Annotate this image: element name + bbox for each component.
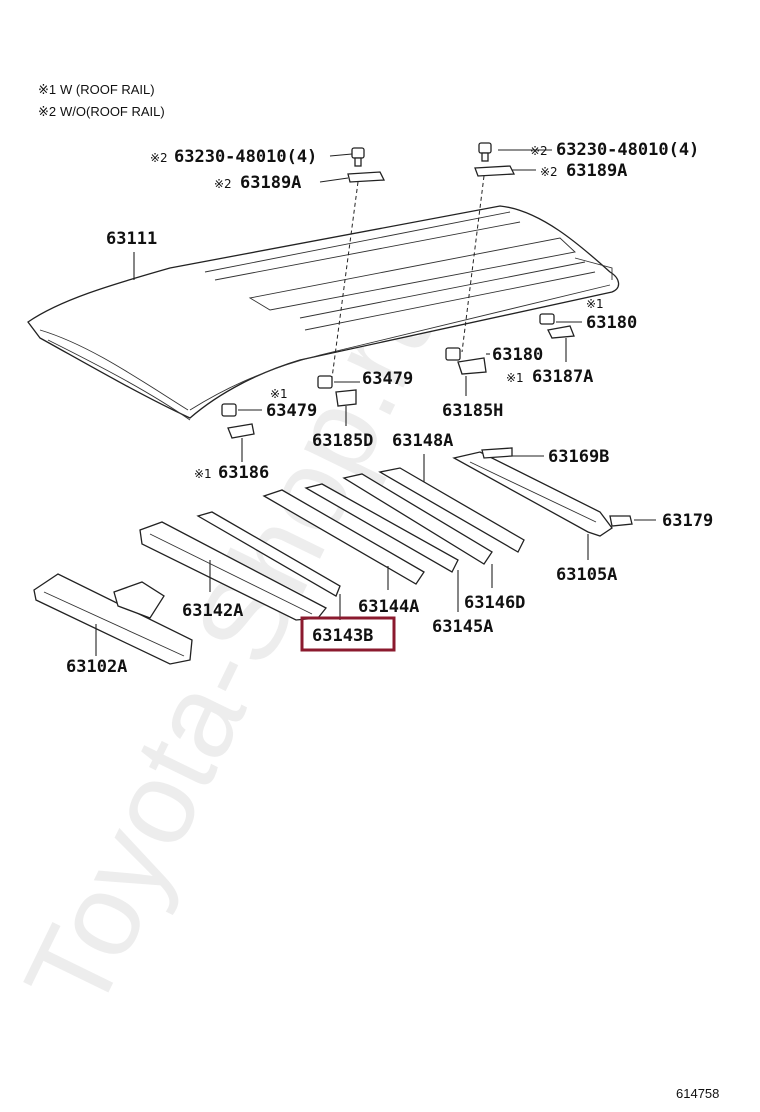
highlight-box — [300, 616, 396, 652]
clips-brackets — [221, 313, 575, 439]
roof-bows-drawing — [33, 447, 633, 665]
label-rail-63105a: 63105A — [556, 565, 617, 585]
legend-notes: ※1 W (ROOF RAIL) ※2 W/O(ROOF RAIL) — [38, 82, 165, 119]
note-2-mark: ※2 — [38, 104, 56, 119]
note-1-text: W (ROOF RAIL) — [60, 82, 155, 97]
figure-number: 614758 — [676, 1086, 719, 1101]
label-bow-63144a: 63144A — [358, 597, 419, 617]
label-bracket-63187a: 63187A — [532, 367, 593, 387]
label-bow-63145a: 63145A — [432, 617, 493, 637]
bolt-right-mark: ※2 — [530, 144, 548, 158]
label-plate-63186: 63186 — [218, 463, 269, 483]
top-fasteners — [331, 142, 516, 379]
label-clip-63479-center: 63479 — [362, 369, 413, 389]
label-bracket-right: 63189A — [566, 161, 627, 181]
label-rail-63169b: 63169B — [548, 447, 609, 467]
label-bolt-left: 63230-48010(4) — [174, 147, 317, 167]
bracket-63187a-mark: ※1 — [506, 371, 524, 385]
label-bow-63143b: 63143B — [312, 626, 373, 646]
clip-left-mark: ※1 — [270, 387, 288, 401]
label-bracket-63185d: 63185D — [312, 431, 373, 451]
bracket-right-mark: ※2 — [540, 165, 558, 179]
roof-panel-drawing — [27, 205, 620, 421]
label-bracket-63185h: 63185H — [442, 401, 503, 421]
clip-upper-mark: ※1 — [586, 297, 604, 311]
note-2-text: W/O(ROOF RAIL) — [60, 104, 165, 119]
label-clip-63180-upper: 63180 — [586, 313, 637, 333]
label-bow-63142a: 63142A — [182, 601, 243, 621]
label-bolt-right: 63230-48010(4) — [556, 140, 699, 160]
label-roof-panel: 63111 — [106, 229, 157, 249]
label-bow-63148a: 63148A — [392, 431, 453, 451]
leader-lines — [95, 149, 656, 656]
label-header-63102a: 63102A — [66, 657, 127, 677]
label-plate-63179: 63179 — [662, 511, 713, 531]
part-labels: ※2 63230-48010(4) ※2 63189A ※2 63230-480… — [66, 140, 713, 677]
bracket-left-mark: ※2 — [214, 177, 232, 191]
plate-63186-mark: ※1 — [194, 467, 212, 481]
bolt-left-mark: ※2 — [150, 151, 168, 165]
note-1-mark: ※1 — [38, 82, 56, 97]
label-bow-63146d: 63146D — [464, 593, 525, 613]
label-bracket-left: 63189A — [240, 173, 301, 193]
label-clip-63479-left: 63479 — [266, 401, 317, 421]
label-clip-63180-lower: 63180 — [492, 345, 543, 365]
